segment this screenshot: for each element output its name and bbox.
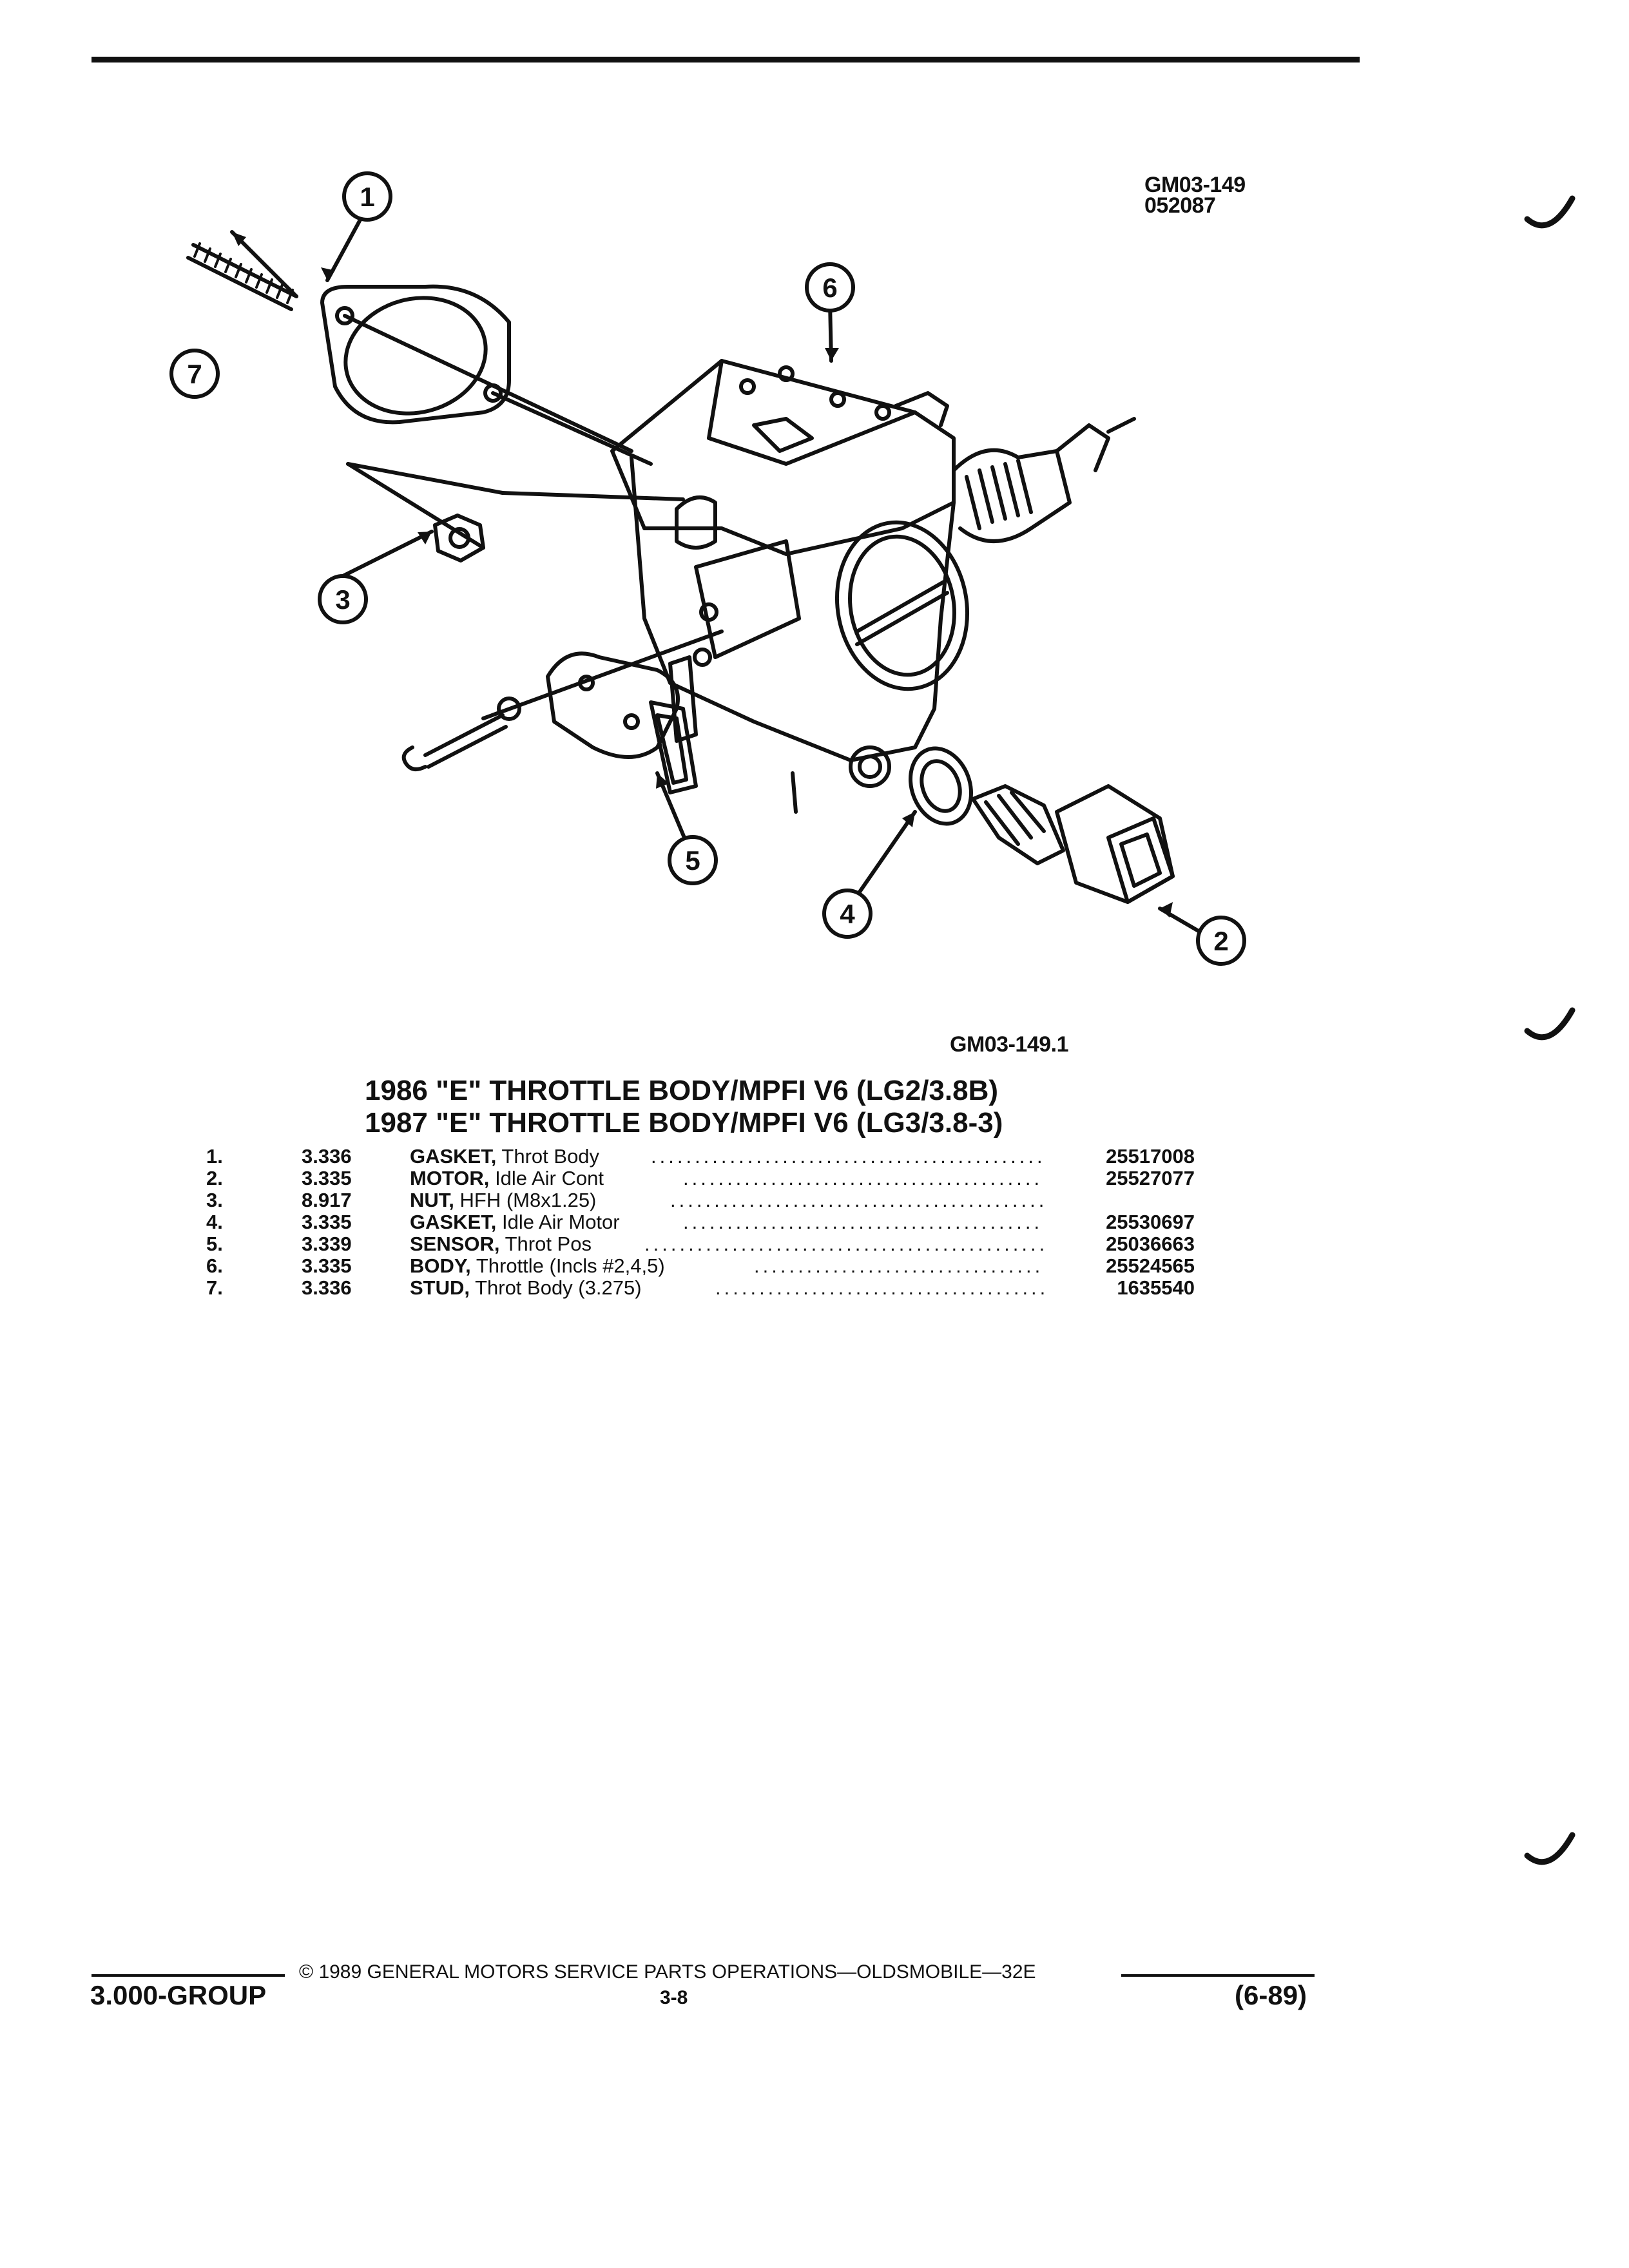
- leader-dots: ........................................…: [754, 1255, 1044, 1277]
- part-description: GASKET, Throt Body: [410, 1145, 600, 1168]
- callout-3: 3: [318, 574, 368, 624]
- svg-text:3: 3: [335, 584, 350, 615]
- callout-7: 7: [169, 349, 220, 399]
- idle-air-control-part: [971, 784, 1175, 904]
- footer-rule-right: [1121, 1974, 1315, 1977]
- air-motor-gasket-part: [908, 746, 974, 826]
- part-number: 25527077: [1106, 1167, 1195, 1189]
- throttle-body-part: [610, 359, 970, 814]
- leader-dots: ........................................…: [715, 1277, 1044, 1299]
- item-number: 7.: [206, 1276, 223, 1299]
- list-item: 6. 3.335 BODY, Throttle (Incls #2,4,5) .…: [0, 1255, 1199, 1277]
- stud-part: [186, 242, 298, 311]
- figure-reference: GM03-149.1: [950, 1032, 1069, 1057]
- parts-list: 1. 3.336 GASKET, Throt Body ............…: [0, 1146, 1629, 1313]
- svg-text:1: 1: [360, 182, 374, 212]
- part-number: 25517008: [1106, 1145, 1195, 1168]
- binding-mark: [1524, 1832, 1576, 1865]
- item-number: 5.: [206, 1233, 223, 1255]
- item-number: 4.: [206, 1211, 223, 1233]
- binding-mark: [1524, 195, 1576, 229]
- figure-date: 052087: [1144, 193, 1216, 218]
- part-description: GASKET, Idle Air Motor: [410, 1211, 620, 1233]
- callout-1: 1: [342, 171, 392, 222]
- group-number: 3.335: [302, 1211, 352, 1233]
- group-number: 3.335: [302, 1254, 352, 1277]
- part-description: BODY, Throttle (Incls #2,4,5): [410, 1254, 665, 1277]
- leader-dots: ........................................…: [683, 1168, 1044, 1189]
- svg-text:6: 6: [822, 273, 837, 303]
- svg-text:7: 7: [187, 359, 202, 389]
- leader-dots: ........................................…: [670, 1189, 1044, 1211]
- revision-date: (6-89): [1235, 1980, 1307, 2010]
- group-number: 3.336: [302, 1276, 352, 1299]
- svg-text:5: 5: [685, 845, 700, 876]
- leader-dots: ........................................…: [651, 1146, 1044, 1168]
- list-item: 3. 8.917 NUT, HFH (M8x1.25) ............…: [0, 1189, 1199, 1211]
- part-number: 25530697: [1106, 1211, 1195, 1233]
- svg-text:2: 2: [1213, 926, 1228, 956]
- part-number: 1635540: [1117, 1276, 1195, 1299]
- leader-dots: ........................................…: [683, 1211, 1044, 1233]
- group-number: 3.335: [302, 1167, 352, 1189]
- binding-mark: [1524, 1007, 1576, 1041]
- list-item: 2. 3.335 MOTOR, Idle Air Cont ..........…: [0, 1168, 1199, 1189]
- footer-rule-left: [92, 1974, 285, 1977]
- item-number: 6.: [206, 1254, 223, 1277]
- list-item: 5. 3.339 SENSOR, Throt Pos .............…: [0, 1233, 1199, 1255]
- idle-air-motor-part: [894, 391, 1136, 543]
- throttle-position-sensor-part: [401, 629, 724, 794]
- throttle-body-exploded-diagram: 1 6 7 3 5 4 2: [169, 171, 1246, 966]
- list-item: 1. 3.336 GASKET, Throt Body ............…: [0, 1146, 1199, 1168]
- part-description: SENSOR, Throt Pos: [410, 1233, 592, 1255]
- part-description: NUT, HFH (M8x1.25): [410, 1189, 597, 1211]
- gasket-part: [320, 284, 511, 425]
- nut-part: [433, 514, 485, 562]
- callout-4: 4: [822, 889, 872, 939]
- callout-6: 6: [805, 262, 855, 312]
- leader-dots: ........................................…: [644, 1233, 1044, 1255]
- part-description: MOTOR, Idle Air Cont: [410, 1167, 604, 1189]
- footer-group: 3.000-GROUP: [90, 1980, 267, 2010]
- copyright-line: © 1989 GENERAL MOTORS SERVICE PARTS OPER…: [299, 1961, 1036, 1983]
- page-title-1987: 1987 "E" THROTTLE BODY/MPFI V6 (LG3/3.8-…: [365, 1107, 1003, 1139]
- part-description: STUD, Throt Body (3.275): [410, 1276, 642, 1299]
- item-number: 2.: [206, 1167, 223, 1189]
- figure-id: GM03-149: [1144, 173, 1246, 197]
- callout-2: 2: [1196, 916, 1246, 966]
- list-item: 4. 3.335 GASKET, Idle Air Motor ........…: [0, 1211, 1199, 1233]
- group-number: 3.339: [302, 1233, 352, 1255]
- item-number: 3.: [206, 1189, 223, 1211]
- top-rule: [92, 57, 1360, 62]
- page-number: 3-8: [660, 1987, 688, 2008]
- item-number: 1.: [206, 1145, 223, 1168]
- group-number: 8.917: [302, 1189, 352, 1211]
- part-number: 25036663: [1106, 1233, 1195, 1255]
- svg-text:4: 4: [840, 899, 855, 929]
- page-title-1986: 1986 "E" THROTTLE BODY/MPFI V6 (LG2/3.8B…: [365, 1075, 999, 1106]
- callout-5: 5: [668, 835, 718, 885]
- list-item: 7. 3.336 STUD, Throt Body (3.275) ......…: [0, 1277, 1199, 1299]
- part-number: 25524565: [1106, 1254, 1195, 1277]
- group-number: 3.336: [302, 1145, 352, 1168]
